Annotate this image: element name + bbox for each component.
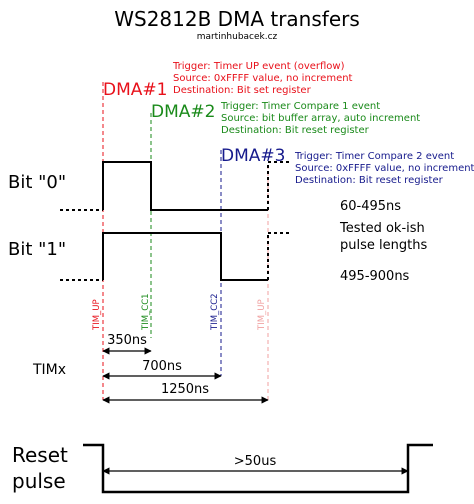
- tested-note-line1: Tested ok-ish: [339, 221, 425, 236]
- timing-700-label: 700ns: [142, 359, 182, 374]
- timing-50us-label: >50us: [234, 454, 277, 469]
- reset-pulse-waveform: [83, 443, 433, 494]
- bit0-waveform: [60, 161, 290, 211]
- timing-350-label: 350ns: [107, 333, 147, 348]
- dma2-info: DMA#2 Trigger: Timer Compare 1 event Sou…: [151, 101, 420, 136]
- dma1-source: Source: 0xFFFF value, no increment: [173, 73, 353, 84]
- dma2-label: DMA#2: [151, 102, 215, 122]
- dma1-trigger: Trigger: Timer UP event (overflow): [172, 61, 345, 72]
- bit1-waveform: [60, 232, 290, 281]
- bit1-label: Bit "1": [8, 239, 66, 260]
- dma1-destination: Destination: Bit set register: [173, 85, 312, 96]
- reset-label: Reset: [12, 443, 68, 467]
- dma1-label: DMA#1: [103, 80, 167, 100]
- pulse-label: pulse: [12, 469, 66, 493]
- timing-1250-label: 1250ns: [161, 382, 209, 397]
- tim-up-next-label: TIM_UP: [257, 299, 267, 331]
- tim-cc1-label: TIM_CC1: [141, 293, 151, 331]
- dma2-trigger: Trigger: Timer Compare 1 event: [220, 101, 380, 112]
- dma3-source: Source: 0xFFFF value, no increment: [295, 163, 474, 174]
- dma3-destination: Destination: Bit reset register: [295, 175, 444, 186]
- tested-note-line2: pulse lengths: [340, 238, 427, 253]
- bit1-range-note: 495-900ns: [340, 269, 410, 284]
- timx-label: TIMx: [32, 362, 66, 378]
- dma3-trigger: Trigger: Timer Compare 2 event: [294, 151, 454, 162]
- bit0-label: Bit "0": [8, 172, 66, 193]
- dma1-info: DMA#1 Trigger: Timer UP event (overflow)…: [103, 61, 353, 100]
- dma3-info: DMA#3 Trigger: Timer Compare 2 event Sou…: [221, 146, 474, 186]
- diagram-subtitle: martinhubacek.cz: [197, 32, 278, 42]
- bit0-range-note: 60-495ns: [340, 199, 401, 214]
- dma2-destination: Destination: Bit reset register: [221, 125, 370, 136]
- tim-cc2-label: TIM_CC2: [210, 293, 220, 331]
- tim-up-label: TIM_UP: [92, 299, 102, 331]
- diagram-title: WS2812B DMA transfers: [114, 7, 360, 31]
- dma2-source: Source: bit buffer array, auto increment: [221, 113, 420, 124]
